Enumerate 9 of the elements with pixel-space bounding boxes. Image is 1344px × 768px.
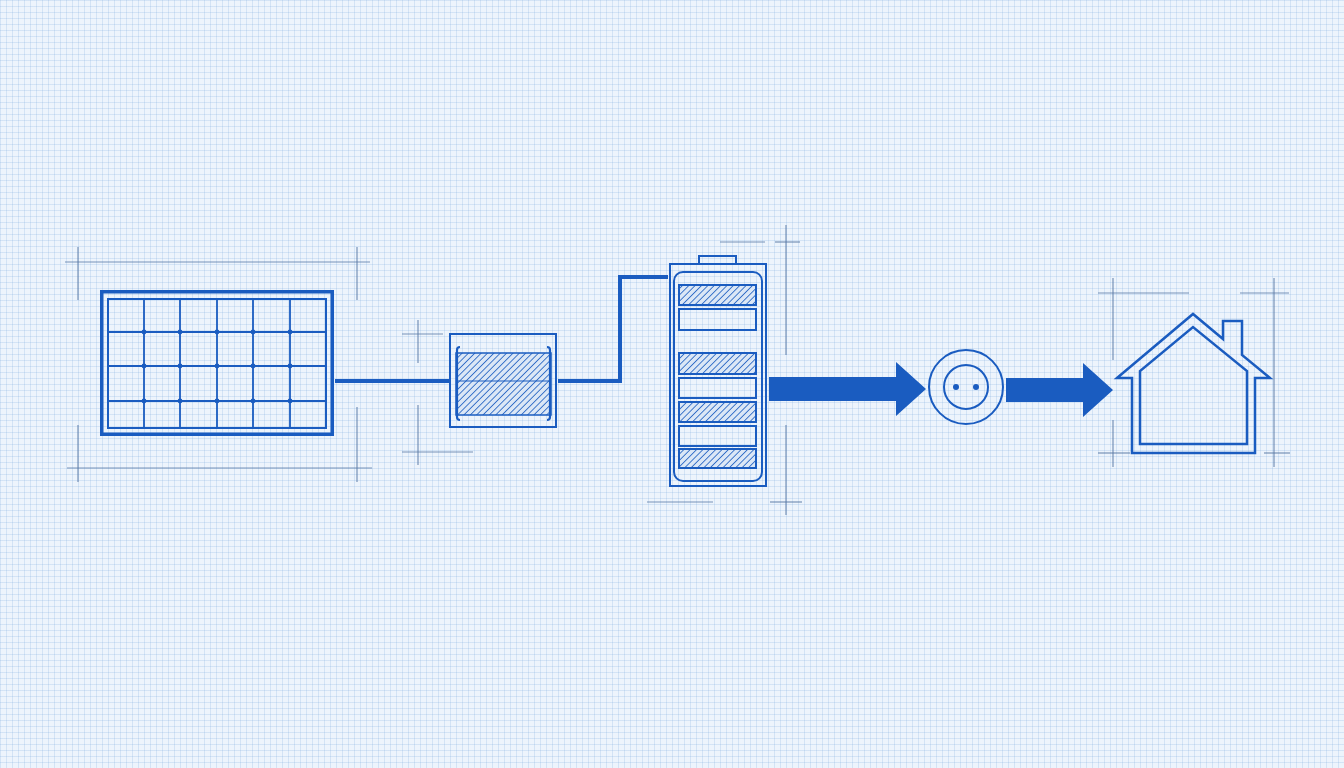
block-arrow: [769, 362, 926, 416]
house-drawing: [1115, 312, 1272, 455]
block-arrow: [1006, 363, 1113, 417]
controller-drawing: [449, 333, 558, 428]
wire-line: [335, 379, 449, 383]
solar-panel-drawing: [99, 290, 335, 438]
battery-drawing: [668, 255, 767, 487]
wire-line: [558, 275, 668, 383]
power-outlet-drawing: [928, 349, 1004, 425]
